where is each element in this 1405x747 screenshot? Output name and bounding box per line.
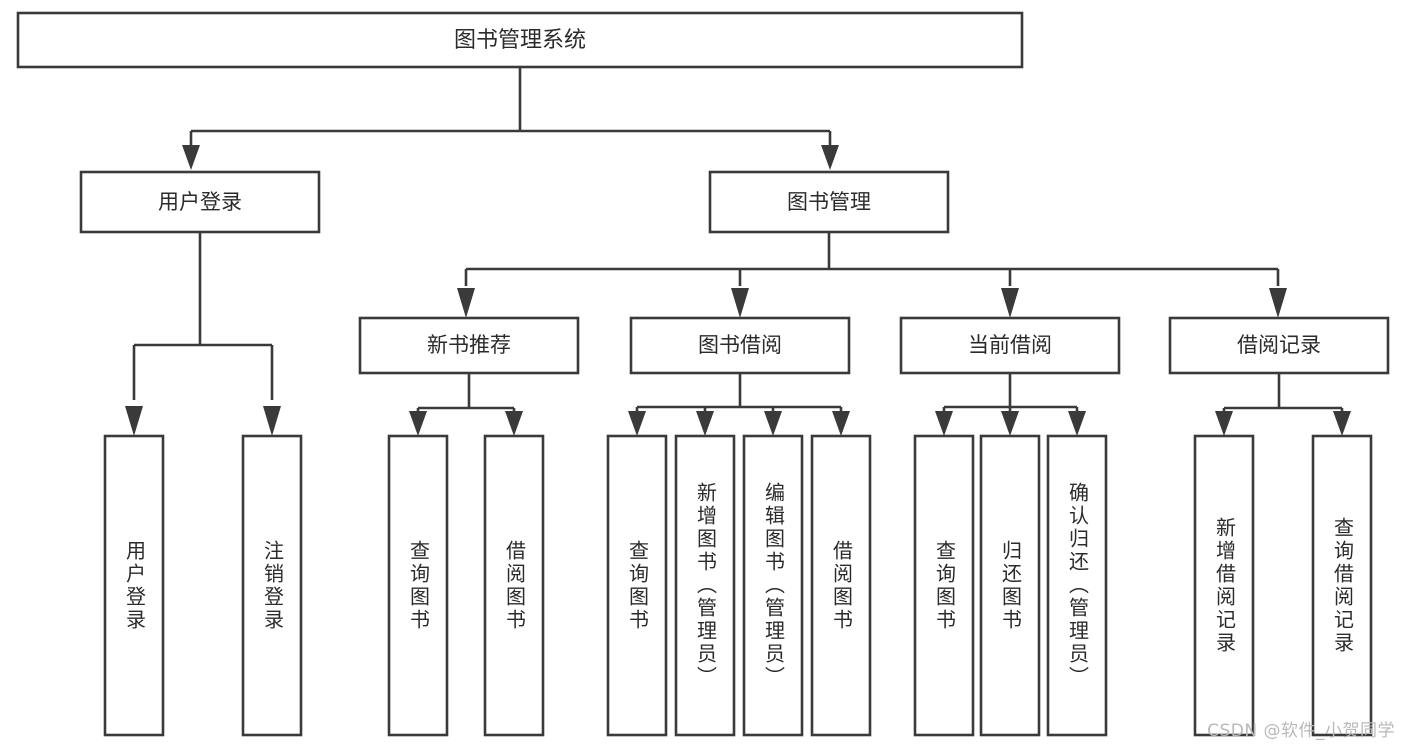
- arrow-head-leaf-borrow-book-2: [832, 411, 850, 436]
- node-leaf-query-book-1-box[interactable]: [387, 434, 449, 737]
- node-leaf-borrow-book-2-box[interactable]: [810, 434, 872, 737]
- node-borrow-record-label: 借阅记录: [1237, 333, 1321, 357]
- node-book-borrow-box[interactable]: [629, 316, 851, 375]
- connector-group-current-borrow: [935, 373, 1086, 436]
- watermark-text: CSDN @软件_小贺同学: [1207, 721, 1395, 741]
- node-leaf-add-book-box[interactable]: [674, 434, 736, 737]
- node-new-book-recommend-box[interactable]: [358, 316, 580, 375]
- arrow-head-new-book-recommend: [457, 288, 475, 318]
- arrow-head-leaf-query-book-2: [628, 411, 646, 436]
- node-user-login-label: 用户登录: [158, 190, 242, 214]
- arrow-head-book-borrow: [731, 288, 749, 318]
- connector-group-borrow-record: [1215, 373, 1351, 436]
- node-leaf-user-login-box[interactable]: [103, 434, 165, 737]
- arrow-head-current-borrow: [1001, 288, 1019, 318]
- arrow-head-leaf-return-book: [1001, 411, 1019, 436]
- node-leaf-confirm-return-box[interactable]: [1046, 434, 1108, 737]
- node-borrow-record-box[interactable]: [1168, 316, 1390, 375]
- node-leaf-edit-book-box[interactable]: [742, 434, 804, 737]
- arrow-head-leaf-user-login: [125, 406, 143, 436]
- arrow-head-leaf-add-record: [1215, 411, 1233, 436]
- node-leaf-query-book-3-box[interactable]: [913, 434, 975, 737]
- node-leaf-borrow-book-1-box[interactable]: [483, 434, 545, 737]
- arrow-head-borrow-record: [1269, 288, 1287, 318]
- arrow-head-leaf-query-book-1: [409, 411, 427, 436]
- connector-group-book-manage: [457, 232, 1287, 318]
- node-leaf-add-record-box[interactable]: [1193, 434, 1255, 737]
- node-leaf-user-logout-box[interactable]: [241, 434, 303, 737]
- node-root-label: 图书管理系统: [454, 28, 586, 53]
- node-book-manage-label: 图书管理: [787, 190, 871, 214]
- arrow-head-leaf-borrow-book-1: [505, 411, 523, 436]
- node-new-book-recommend-label: 新书推荐: [427, 333, 511, 357]
- node-book-manage-box[interactable]: [708, 170, 950, 234]
- arrow-head-leaf-query-book-3: [935, 411, 953, 436]
- arrow-head-leaf-query-record: [1333, 411, 1351, 436]
- node-current-borrow-label: 当前借阅: [968, 333, 1052, 357]
- node-current-borrow-box[interactable]: [899, 316, 1121, 375]
- arrow-head-book-manage: [821, 145, 839, 170]
- arrow-head-leaf-edit-book: [764, 411, 782, 436]
- node-root-box[interactable]: [16, 11, 1024, 69]
- connector-group-root: [182, 67, 839, 170]
- arrow-head-user-login: [182, 145, 200, 170]
- arrow-head-leaf-user-logout: [263, 406, 281, 436]
- node-leaf-return-book-box[interactable]: [979, 434, 1041, 737]
- node-leaf-query-record-box[interactable]: [1311, 434, 1373, 737]
- arrow-head-leaf-add-book: [696, 411, 714, 436]
- node-leaf-query-book-2-box[interactable]: [606, 434, 668, 737]
- connector-group-new-book-recommend: [409, 373, 523, 436]
- connector-group-user-login: [125, 232, 281, 436]
- arrow-head-leaf-confirm-return: [1068, 411, 1086, 436]
- connector-group-book-borrow: [628, 373, 850, 436]
- node-book-borrow-label: 图书借阅: [698, 333, 782, 357]
